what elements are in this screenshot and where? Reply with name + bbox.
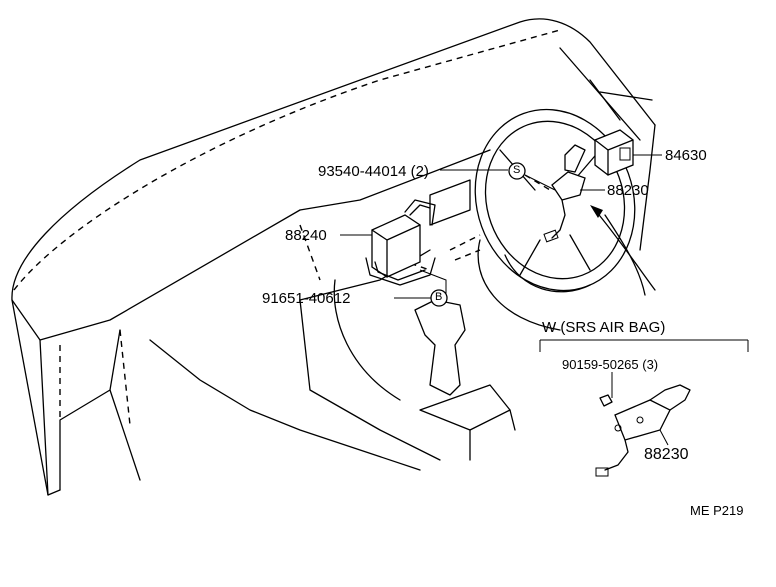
- label-variant-header: W (SRS AIR BAG): [542, 319, 666, 336]
- relay-box: [594, 129, 634, 176]
- label-variant-part: 88230: [644, 446, 689, 463]
- diagram-code: ME P219: [690, 503, 744, 518]
- variant-part-drawing: [595, 384, 691, 477]
- center-console: [399, 249, 516, 461]
- label-variant-bolt: 90159-50265 (3): [562, 357, 659, 372]
- steering-wheel: [474, 108, 636, 331]
- marker-s: [508, 162, 526, 180]
- marker-b: [430, 289, 448, 307]
- leader-lines: [340, 154, 749, 446]
- label-computer: 88240: [285, 227, 327, 244]
- label-bolt-top: 93540-44014 (2): [318, 163, 429, 180]
- label-relay: 84630: [665, 147, 707, 164]
- airbag-computer: [365, 199, 436, 286]
- marker-b-letter: B: [435, 291, 443, 303]
- marker-s-letter: S: [513, 164, 521, 176]
- label-sensor: 88230: [607, 182, 649, 199]
- dashboard-outline: [11, 18, 656, 496]
- view-arrow: [590, 205, 656, 296]
- sensor-assembly: [524, 144, 586, 243]
- label-bolt-bottom: 91651-40612: [262, 290, 351, 307]
